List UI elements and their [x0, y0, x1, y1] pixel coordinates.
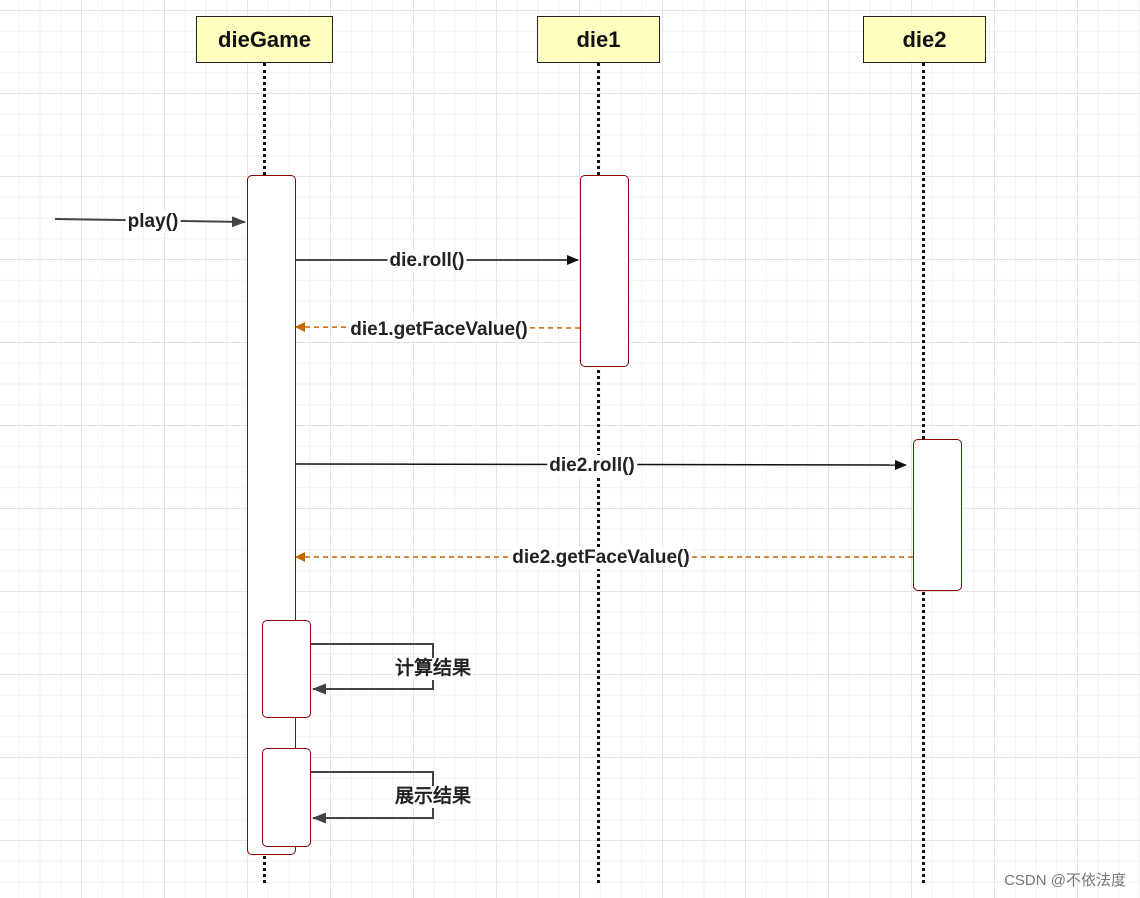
- msg-label-play: play(): [125, 211, 181, 233]
- msg-label-die1-face: die1.getFaceValue(): [348, 319, 530, 341]
- msg-label-die2-face: die2.getFaceValue(): [510, 547, 692, 569]
- msg-label-compute: 计算结果: [392, 658, 474, 680]
- watermark: CSDN @不依法度: [1004, 872, 1126, 889]
- activation-display: [262, 748, 311, 847]
- die1-face-arrow: [295, 322, 581, 333]
- activation-diegame: [247, 175, 296, 855]
- msg-label-display: 展示结果: [392, 786, 474, 808]
- lifeline-head-diegame: dieGame: [196, 16, 333, 63]
- msg-label-die-roll: die.roll(): [387, 250, 467, 272]
- msg-label-die2-roll: die2.roll(): [547, 455, 637, 477]
- lifeline-head-die2: die2: [863, 16, 986, 63]
- lifeline-head-die1: die1: [537, 16, 660, 63]
- activation-die1: [580, 175, 629, 367]
- activation-compute: [262, 620, 311, 718]
- activation-die2: [913, 439, 962, 591]
